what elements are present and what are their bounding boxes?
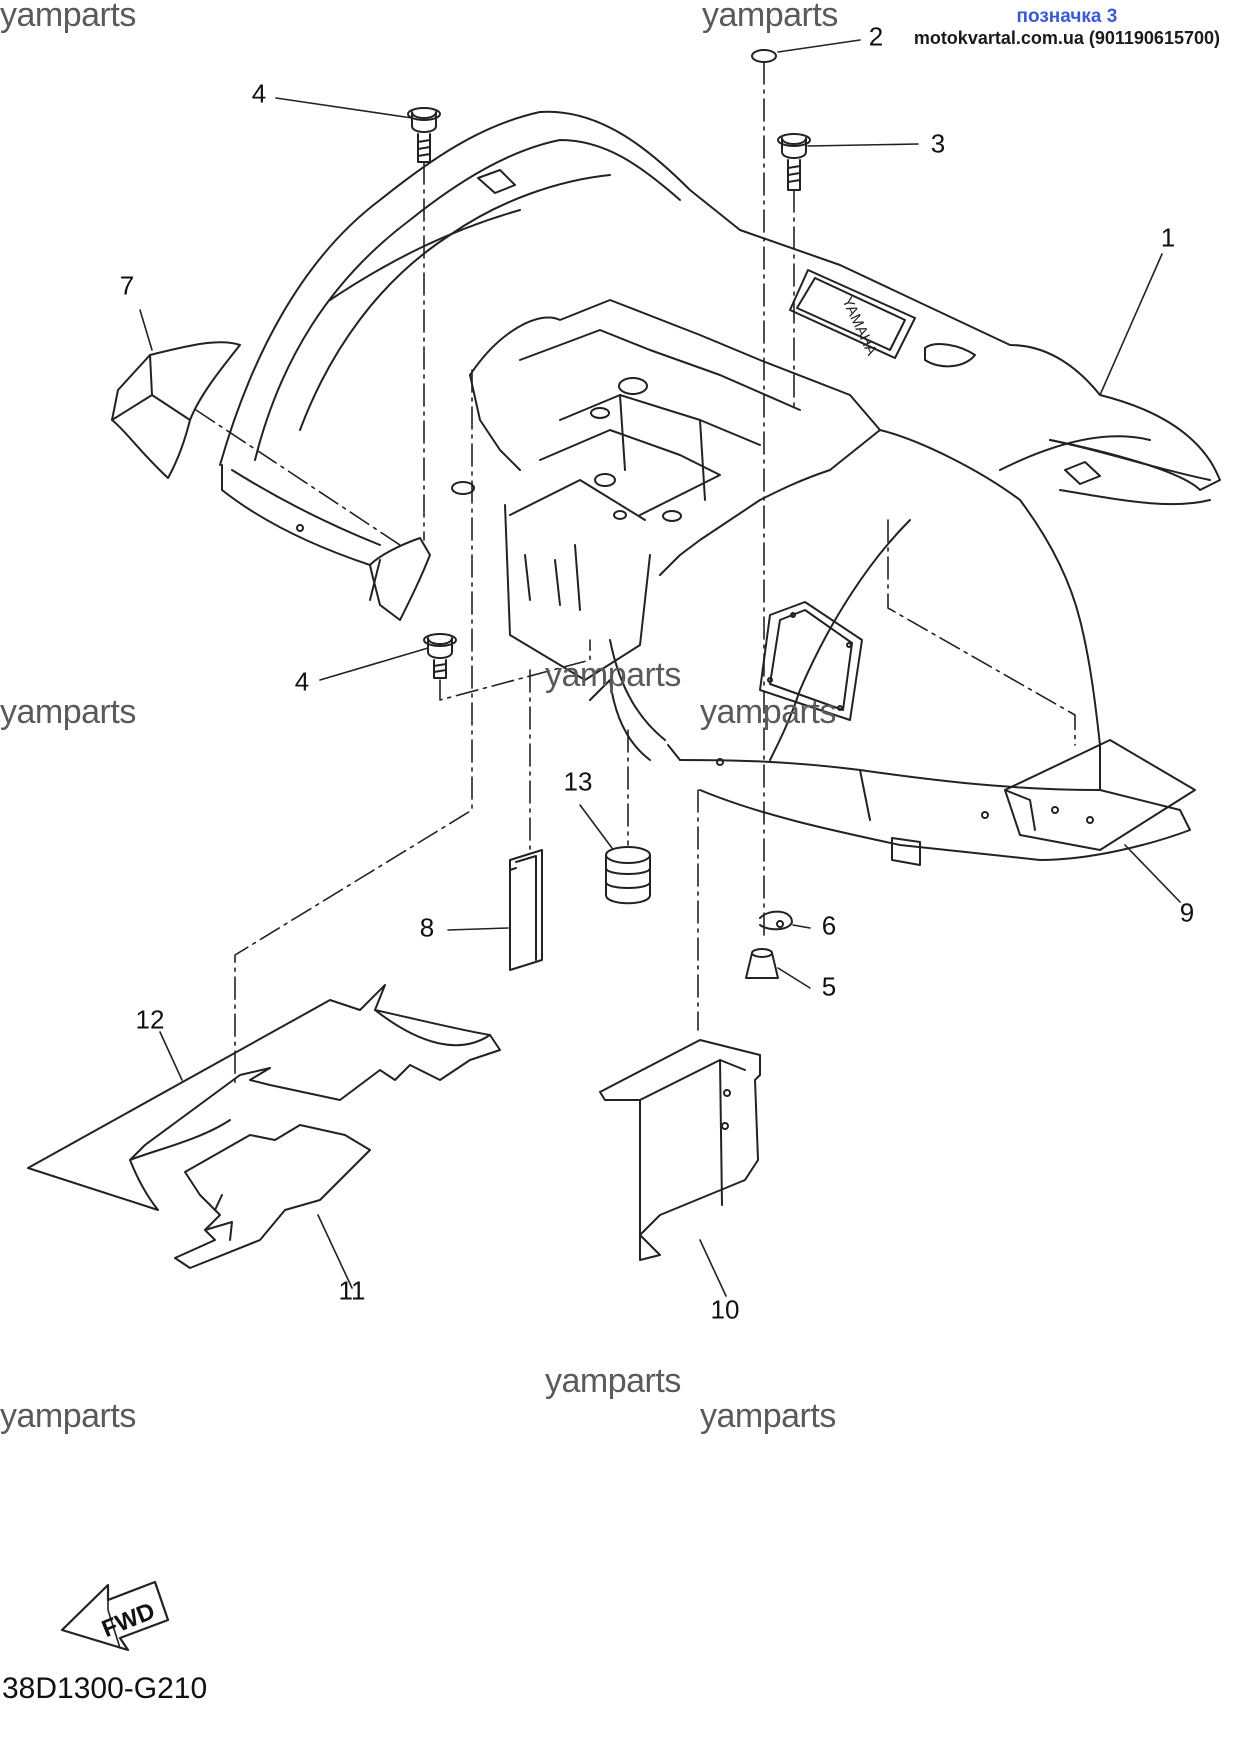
part-10-guard-center	[599, 1039, 761, 1261]
callout-4-lower: 4	[294, 666, 310, 697]
watermark: yamparts	[700, 693, 836, 731]
callout-7: 7	[119, 270, 135, 301]
callout-8: 8	[419, 912, 435, 943]
assembly-lines	[195, 61, 1076, 1086]
svg-text:YAMAHA: YAMAHA	[838, 295, 880, 359]
part-3-bolt	[777, 133, 811, 191]
diagram-code: 38D1300-G210	[2, 1672, 208, 1705]
callout-1: 1	[1160, 222, 1176, 253]
part-6-clip	[759, 910, 793, 931]
callout-4-upper: 4	[251, 78, 267, 109]
part-5-grommet	[745, 948, 779, 979]
watermark: yamparts	[700, 1397, 836, 1435]
watermark: yamparts	[0, 1397, 136, 1435]
reference-tag-label: позначка 3	[1016, 6, 1118, 27]
callout-2: 2	[868, 21, 884, 52]
part-7-guard-left	[111, 341, 241, 479]
fwd-arrow-icon: FWD	[60, 1580, 170, 1652]
part-4-bolt-lower	[423, 633, 457, 679]
callout-11: 11	[338, 1275, 366, 1306]
callout-6: 6	[821, 910, 837, 941]
callout-13: 13	[563, 766, 593, 797]
watermark: yamparts	[0, 0, 136, 34]
part-4-bolt-upper	[407, 107, 441, 163]
callout-10: 10	[710, 1294, 740, 1325]
watermark: yamparts	[0, 693, 136, 731]
callout-9: 9	[1179, 897, 1195, 928]
reference-tag-source: motokvartal.com.ua (901190615700)	[913, 28, 1220, 48]
watermark: yamparts	[545, 656, 681, 694]
watermark: yamparts	[702, 0, 838, 34]
leader-lines	[139, 39, 1181, 1297]
callout-3: 3	[930, 128, 946, 159]
part-2-cap	[751, 49, 777, 63]
part-1-rear-fender: YAMAHA	[219, 110, 1221, 866]
part-8-strip	[509, 849, 543, 971]
part-9-guard-right	[1004, 739, 1196, 851]
reference-tag: позначка 3 motokvartal.com.ua (901190615…	[914, 6, 1220, 49]
callout-12: 12	[135, 1004, 165, 1035]
callout-5: 5	[821, 971, 837, 1002]
part-13-damper	[605, 846, 651, 905]
watermark: yamparts	[545, 1362, 681, 1400]
part-11-plate	[174, 1124, 371, 1269]
part-12-plate	[27, 984, 501, 1211]
